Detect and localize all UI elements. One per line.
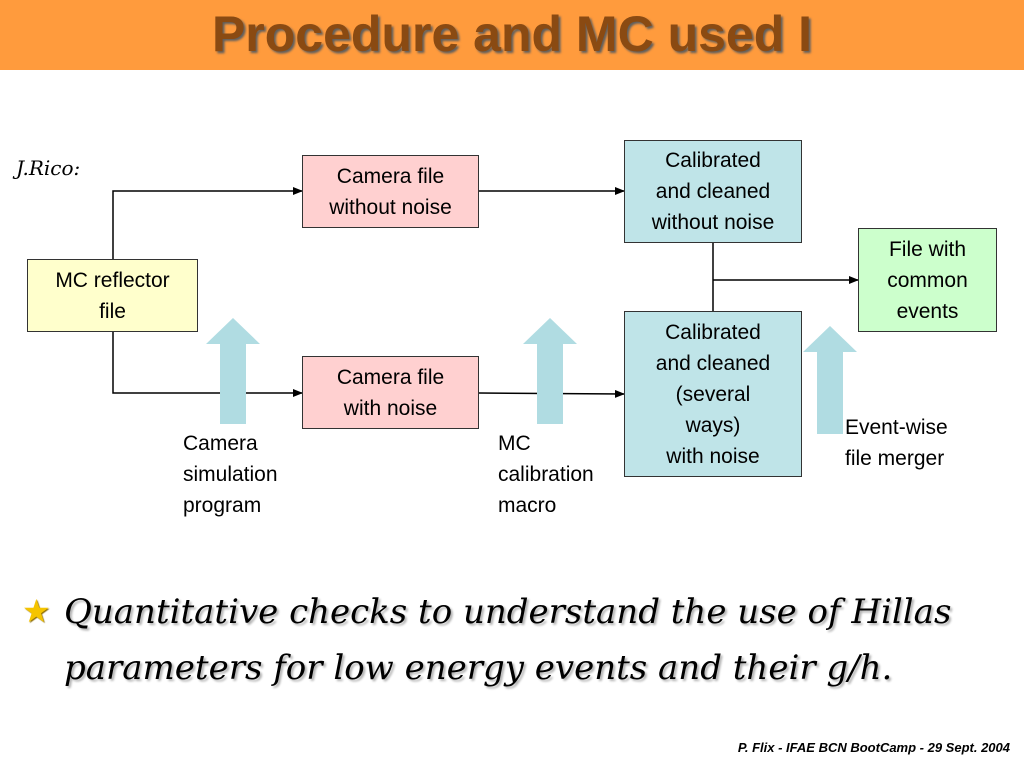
camera-file-without-noise-box: Camera file without noise [302,155,479,228]
file-with-common-events-box: File with common events [858,228,997,332]
calibrated-with-noise-box: Calibrated and cleaned (several ways) wi… [624,311,802,477]
bullet-text: Quantitative checks to understand the us… [64,592,952,688]
process-arrow-camera-simulation [206,318,260,424]
mc-reflector-file-box: MC reflector file [27,259,198,332]
slide-title: Procedure and MC used I [211,6,813,62]
camera-simulation-caption: Camera simulation program [183,432,278,517]
process-arrow-mc-calibration [523,318,577,424]
connector-reflector-to-camera-no-noise [112,187,303,260]
author-label: J.Rico: [16,156,81,180]
title-bar [0,0,1024,70]
slide-footer: P. Flix - IFAE BCN BootCamp - 29 Sept. 2… [737,740,1010,755]
file-merger-caption: Event-wise file merger [845,416,948,470]
process-arrow-file-merger [803,326,857,434]
mc-calibration-caption: MC calibration macro [498,432,594,517]
calibrated-without-noise-box: Calibrated and cleaned without noise [624,140,802,243]
camera-file-with-noise-box: Camera file with noise [302,356,479,429]
connector-reflector-to-camera-noise [112,332,303,397]
star-icon: ★ [22,593,51,629]
